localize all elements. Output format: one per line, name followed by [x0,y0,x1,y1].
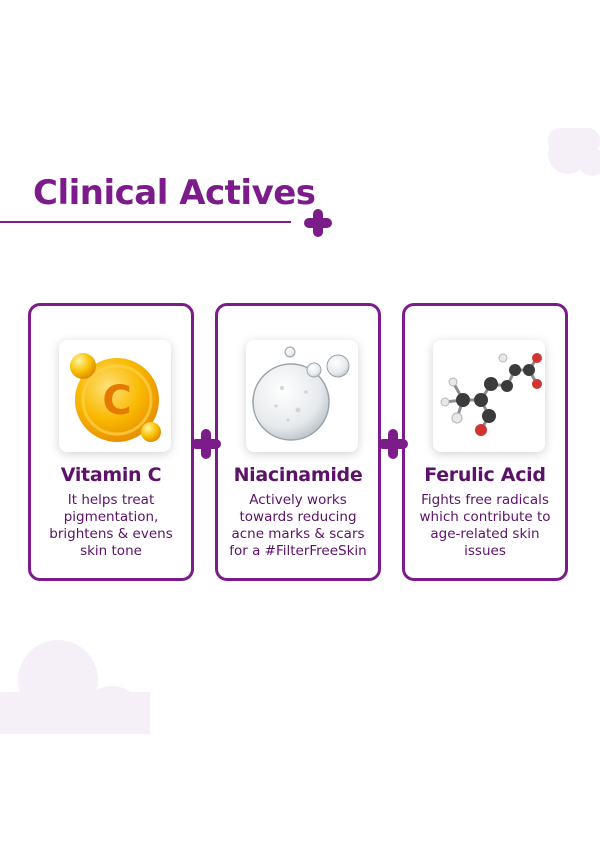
water-droplets-icon [246,340,358,452]
plus-icon [191,429,221,459]
card-ferulic-acid: Ferulic Acid Fights free radicals which … [402,303,568,581]
card-description: Fights free radicals which contribute to… [419,492,551,559]
card-title: Vitamin C [60,464,162,486]
card-niacinamide: Niacinamide Actively works towards reduc… [215,303,381,581]
card-description: It helps treat pigmentation, brightens &… [49,492,173,559]
card-title: Niacinamide [233,464,363,486]
decorative-cloud-top-right [548,128,600,176]
section-title: Clinical Actives [33,173,316,213]
card-title: Ferulic Acid [424,464,546,486]
title-underline [0,221,291,223]
plus-icon [304,209,332,237]
decorative-cloud-bottom-left [0,640,150,734]
vitamin-c-letter: C [102,378,131,424]
card-description: Actively works towards reducing acne mar… [229,492,367,559]
card-vitamin-c: C Vitamin C It helps treat pigmentation,… [28,303,194,581]
molecule-icon [433,340,545,452]
plus-icon [378,429,408,459]
vitamin-c-icon: C [59,340,171,452]
